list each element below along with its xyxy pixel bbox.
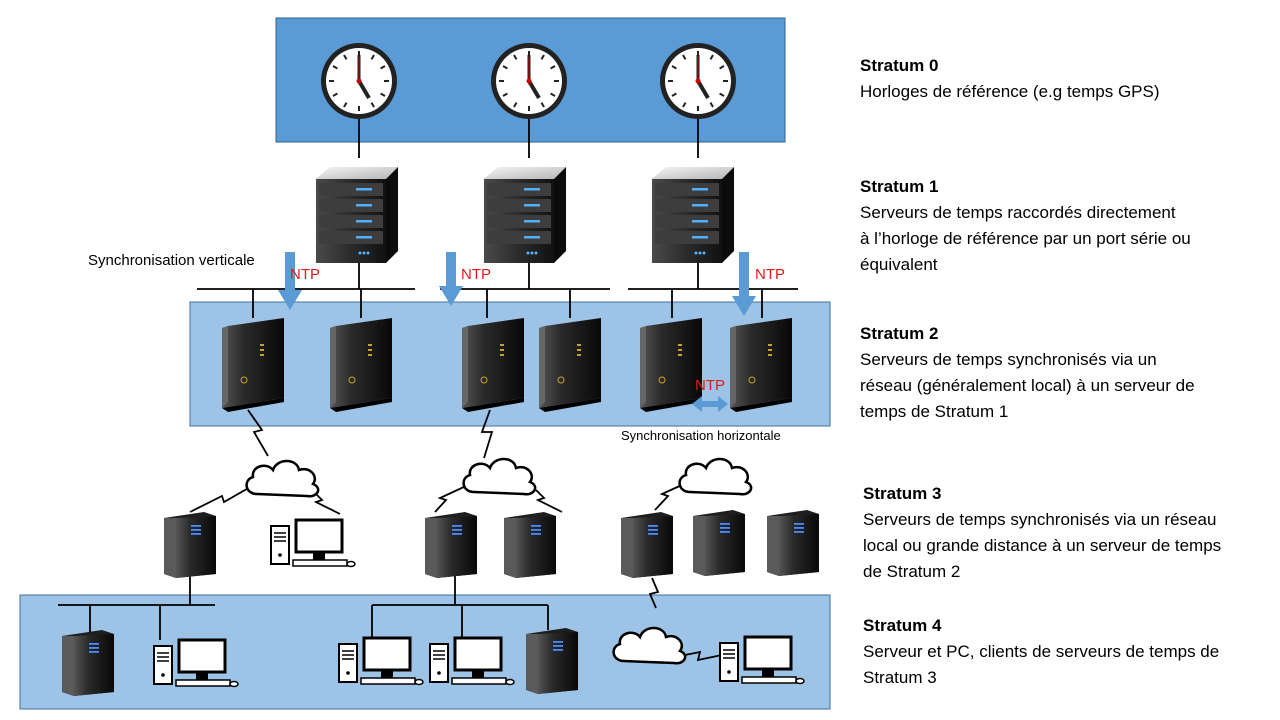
stratum-title: Stratum 2: [860, 324, 939, 343]
tower-server-icon: [526, 628, 578, 694]
stratum-4-band: [19, 594, 831, 710]
sync-vertical-label: Synchronisation verticale: [88, 252, 255, 269]
ntp-label: NTP: [461, 266, 491, 283]
stratum-description: Serveur et PC, clients de serveurs de te…: [863, 642, 1220, 687]
desktop-pc-icon: [428, 636, 516, 686]
tower-server-icon: [639, 317, 703, 413]
lightning-link-icon: [189, 409, 723, 662]
tower-server-icon: [693, 510, 745, 576]
ntp-label: NTP: [755, 266, 785, 283]
tower-server-icon: [329, 317, 393, 413]
tower-server-icon: [461, 317, 525, 413]
desktop-pc-icon: [269, 518, 357, 568]
tower-server-icon: [621, 512, 673, 578]
tower-server-icon: [425, 512, 477, 578]
cloud-icon: [462, 457, 537, 496]
tower-server-icon: [767, 510, 819, 576]
tower-server-icon: [504, 512, 556, 578]
tower-server-icon: [164, 512, 216, 578]
stratum-4-legend: Stratum 4 Serveur et PC, clients de serv…: [863, 613, 1278, 691]
rack-server-icon: [316, 167, 398, 263]
stratum-title: Stratum 0: [860, 56, 939, 75]
arrow-down-icon: [278, 252, 756, 316]
tower-server-icon: [729, 317, 793, 413]
tower-server-icon: [538, 317, 602, 413]
ntp-label: NTP: [695, 377, 725, 394]
stratum-description: Horloges de référence (e.g temps GPS): [860, 82, 1160, 101]
stratum-0-legend: Stratum 0 Horloges de référence (e.g tem…: [860, 53, 1275, 105]
desktop-pc-icon: [337, 636, 425, 686]
clock-icon: [658, 41, 738, 121]
rack-server-icon: [652, 167, 734, 263]
stratum-1-legend: Stratum 1 Serveurs de temps raccordés di…: [860, 174, 1275, 278]
stratum-2-legend: Stratum 2 Serveurs de temps synchronisés…: [860, 321, 1275, 425]
stratum-title: Stratum 3: [863, 484, 942, 503]
rack-server-icon: [484, 167, 566, 263]
tower-server-icon: [62, 630, 114, 696]
clock-icon: [319, 41, 399, 121]
clock-icon: [489, 41, 569, 121]
stratum-description: Serveurs de temps synchronisés via un ré…: [860, 350, 1195, 421]
stratum-3-legend: Stratum 3 Serveurs de temps synchronisés…: [863, 481, 1278, 585]
stratum-description: Serveurs de temps raccordés directement …: [860, 203, 1191, 274]
desktop-pc-icon: [718, 635, 806, 685]
stratum-description: Serveurs de temps synchronisés via un ré…: [863, 510, 1222, 581]
cloud-icon: [678, 457, 753, 496]
tower-server-icon: [221, 317, 285, 413]
sync-horizontal-label: Synchronisation horizontale: [621, 428, 781, 443]
link-lines: [58, 119, 798, 640]
stratum-title: Stratum 4: [863, 616, 942, 635]
stratum-title: Stratum 1: [860, 177, 939, 196]
ntp-label: NTP: [290, 266, 320, 283]
double-arrow-icon: [692, 396, 728, 412]
desktop-pc-icon: [152, 638, 240, 688]
cloud-icon: [245, 459, 320, 498]
